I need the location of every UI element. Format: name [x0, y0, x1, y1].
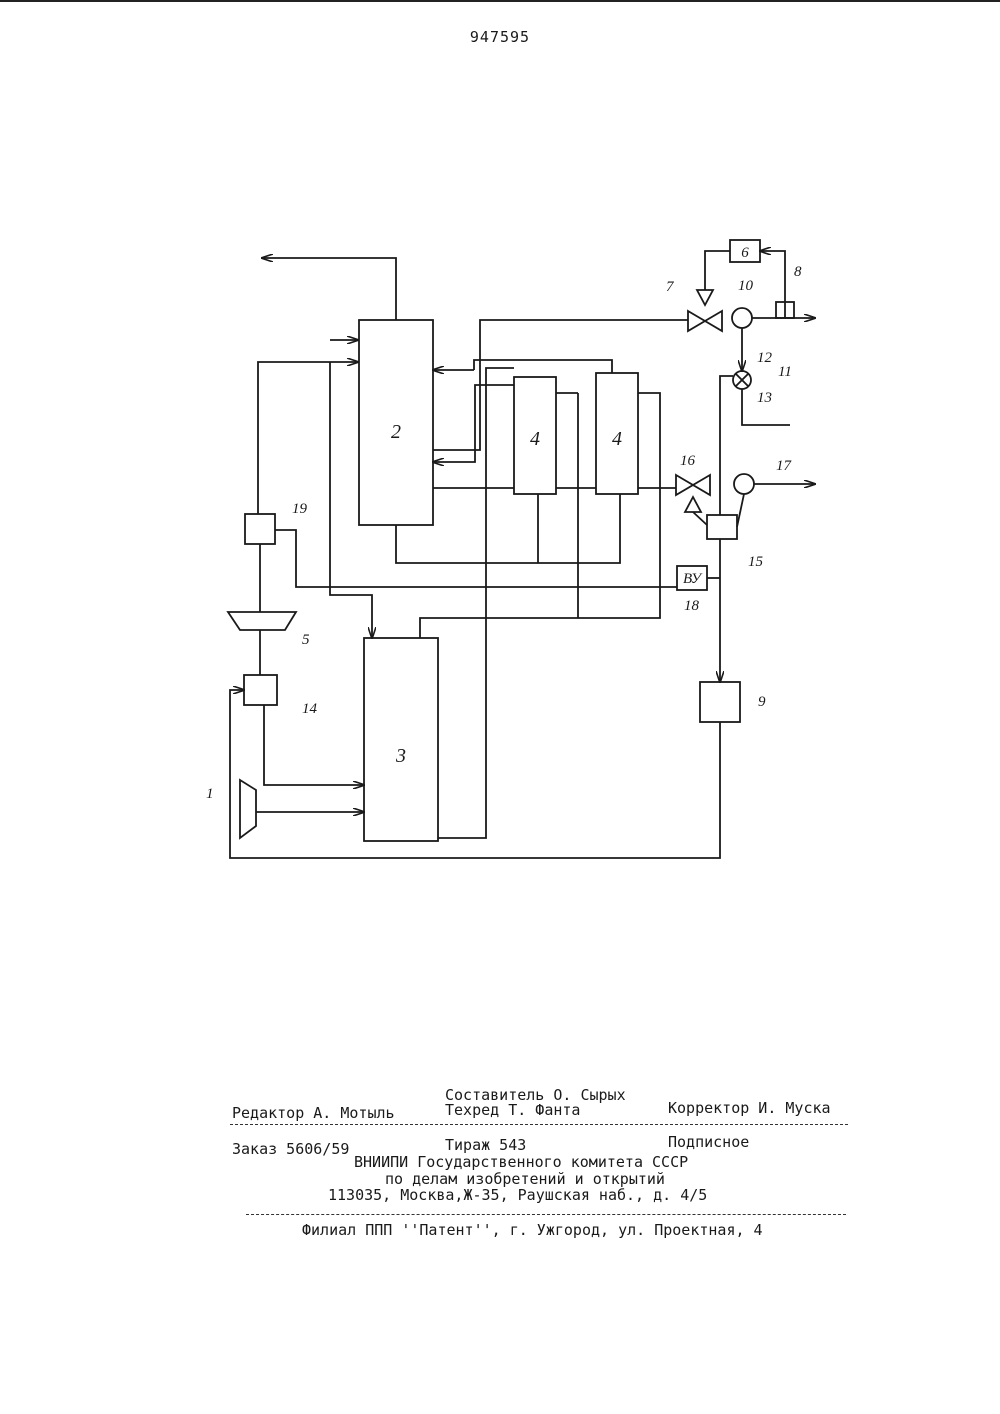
label-7: 7	[666, 279, 675, 295]
block-6-label: 6	[741, 245, 749, 261]
editor-line: Редактор А. Мотыль	[232, 1104, 395, 1122]
corrector-line: Корректор И. Муска	[668, 1099, 831, 1117]
block-18-label: ВУ	[683, 571, 703, 587]
label-8: 8	[794, 264, 802, 280]
pump-10	[732, 308, 752, 328]
divider-bottom	[246, 1214, 846, 1215]
pump-17	[734, 474, 754, 494]
subscription-line: Подписное	[668, 1133, 749, 1151]
block-19	[245, 514, 275, 544]
block-4-right-label: 4	[612, 428, 622, 450]
label-1: 1	[206, 786, 214, 802]
label-11: 11	[778, 364, 792, 380]
divider-top	[230, 1124, 848, 1125]
label-14: 14	[302, 701, 318, 717]
label-19: 19	[292, 501, 308, 517]
block-15	[707, 515, 737, 539]
label-13: 13	[757, 390, 772, 406]
label-17: 17	[776, 458, 793, 474]
address-line: 113035, Москва,Ж-35, Раушская наб., д. 4…	[328, 1186, 707, 1204]
label-12: 12	[757, 350, 773, 366]
block-2-label: 2	[391, 421, 401, 443]
label-16: 16	[680, 453, 696, 469]
valve-7	[688, 311, 722, 331]
label-10: 10	[738, 278, 754, 294]
label-9: 9	[758, 694, 766, 710]
label-5: 5	[302, 632, 310, 648]
techred-line: Техред Т. Фанта	[445, 1101, 580, 1119]
block-9	[700, 682, 740, 722]
label-15: 15	[748, 554, 764, 570]
block-3	[364, 638, 438, 841]
valve-16	[676, 475, 710, 495]
block-4-left-label: 4	[530, 428, 540, 450]
order-line: Заказ 5606/59	[232, 1140, 349, 1158]
org-line-1: ВНИИПИ Государственного комитета СССР	[354, 1153, 688, 1171]
component-1	[240, 780, 256, 838]
label-18: 18	[684, 598, 700, 614]
block-3-label: 3	[395, 745, 406, 767]
branch-line: Филиал ППП ''Патент'', г. Ужгород, ул. П…	[302, 1221, 763, 1239]
block-14	[244, 675, 277, 705]
circulation-line: Тираж 543	[445, 1136, 526, 1154]
component-5	[228, 612, 296, 630]
